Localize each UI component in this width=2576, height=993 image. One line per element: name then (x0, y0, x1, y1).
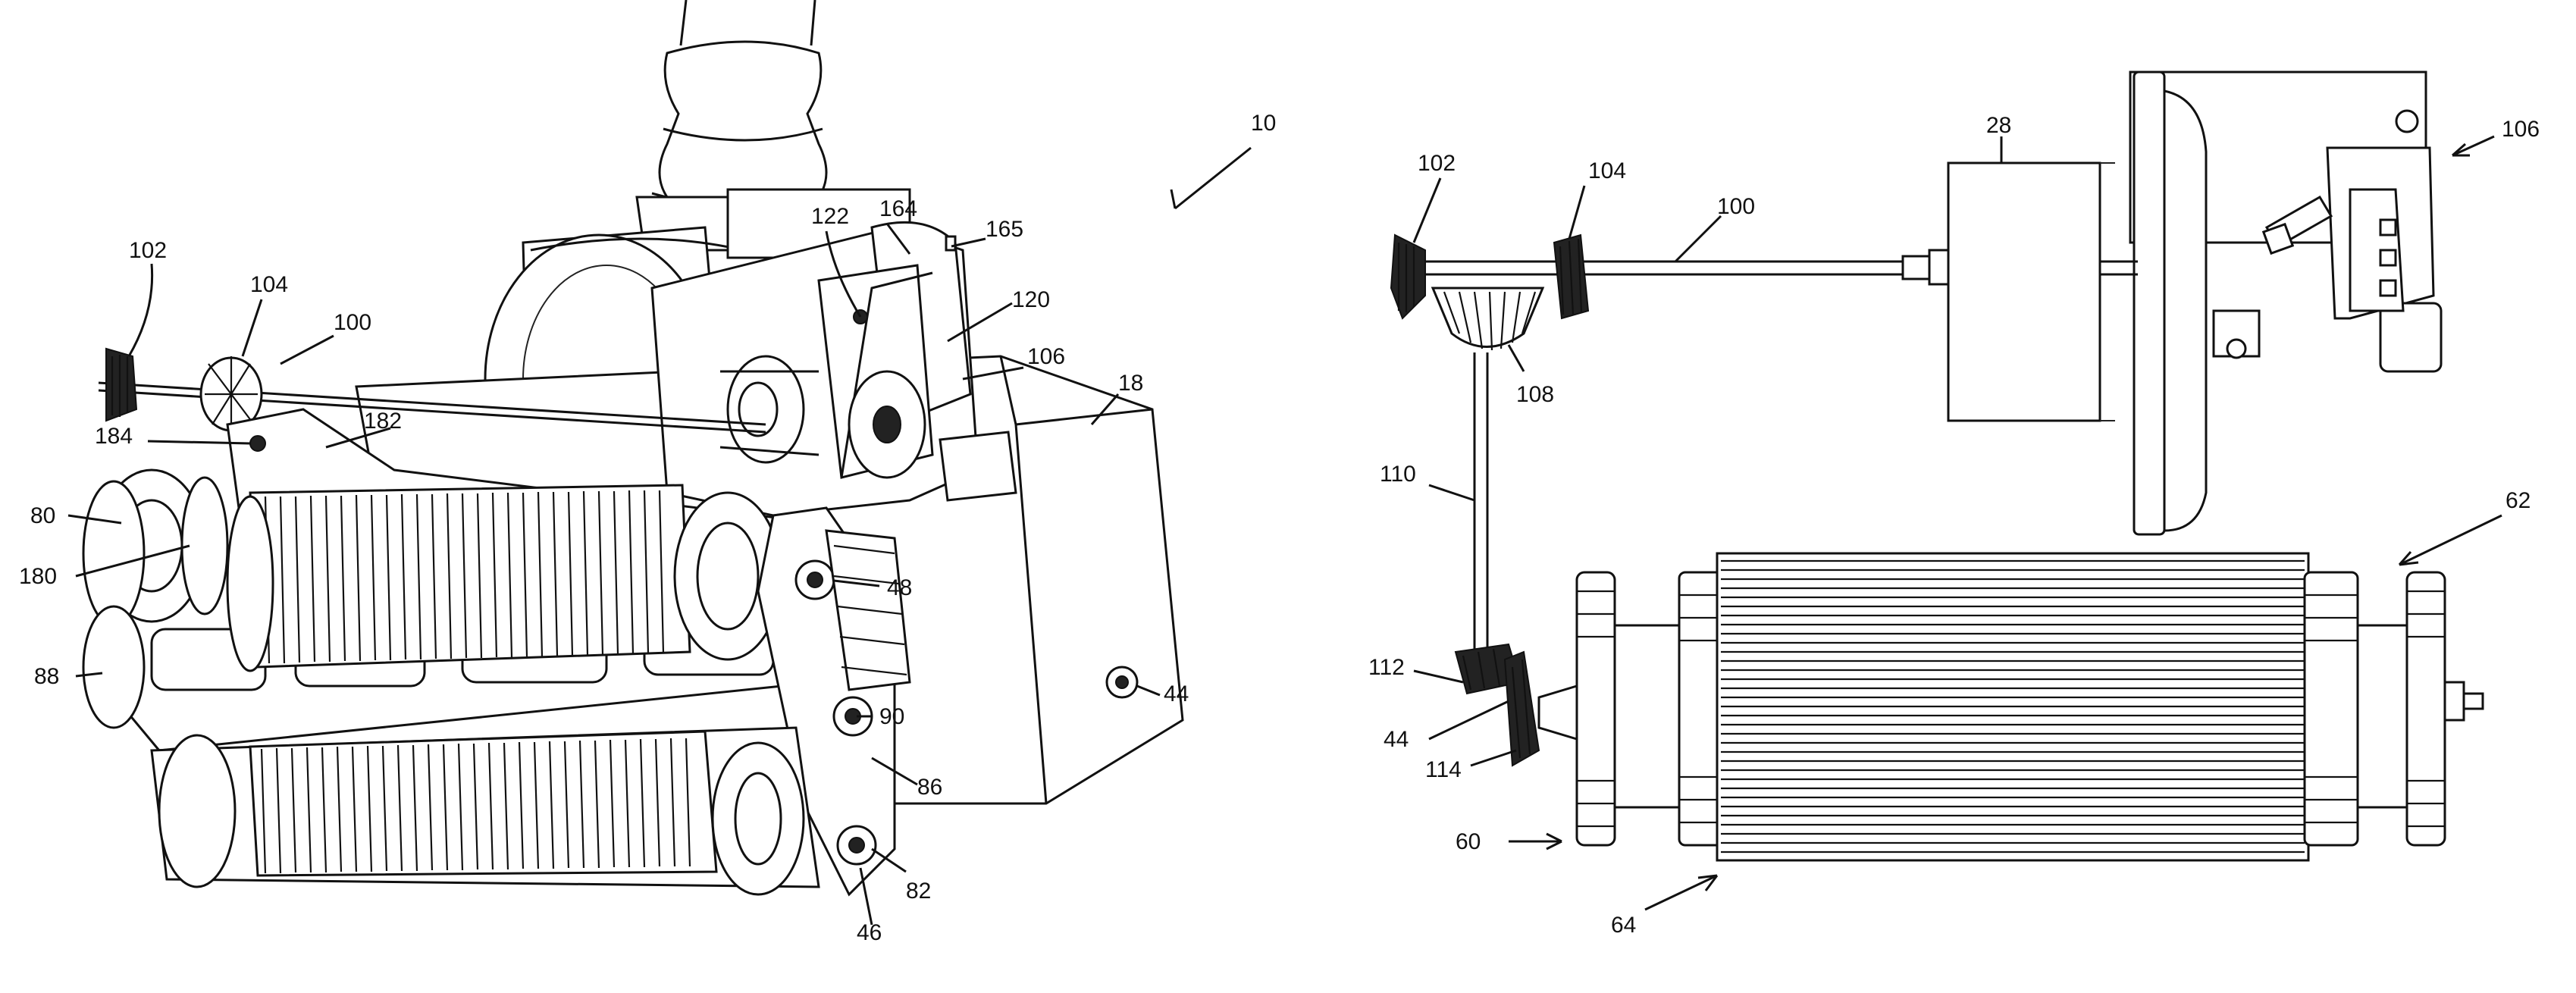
label-102-right: 102 (1418, 151, 1456, 176)
label-100-right: 100 (1717, 194, 1755, 219)
label-165: 165 (986, 217, 1023, 242)
bevel-gear-102 (106, 349, 136, 421)
label-106: 106 (1027, 344, 1065, 369)
label-100: 100 (334, 310, 371, 335)
label-122: 122 (811, 204, 849, 229)
label-184: 184 (95, 424, 133, 449)
label-112: 112 (1368, 655, 1405, 680)
label-60: 60 (1456, 829, 1481, 854)
gear-housing-106 (2130, 72, 2441, 534)
label-44: 44 (1164, 681, 1189, 706)
label-108: 108 (1516, 382, 1554, 407)
label-88: 88 (34, 664, 59, 689)
label-18: 18 (1118, 371, 1143, 396)
label-82: 82 (906, 879, 931, 904)
label-90: 90 (879, 704, 904, 729)
label-182: 182 (364, 409, 402, 434)
label-114: 114 (1425, 757, 1462, 782)
label-86: 86 (917, 775, 942, 800)
label-120: 120 (1012, 287, 1050, 312)
label-10: 10 (1251, 111, 1276, 136)
brush-roller (1679, 553, 2483, 860)
label-104: 104 (250, 272, 288, 297)
label-106-right: 106 (2502, 117, 2540, 142)
motor-block-28 (1948, 163, 2115, 421)
label-164: 164 (879, 196, 917, 221)
bevel-gear-102-right (1391, 235, 1425, 318)
label-28: 28 (1986, 113, 2011, 138)
roller-end-wheel-left (1577, 572, 1683, 845)
bevel-gear-104-right (1554, 235, 1588, 318)
label-104-right: 104 (1588, 158, 1626, 183)
label-102: 102 (129, 238, 167, 263)
vertical-shaft-110 (1474, 352, 1487, 659)
left-assembly-view: 10 102 104 100 122 164 165 120 106 18 18… (19, 0, 1276, 945)
label-62: 62 (2505, 488, 2531, 513)
label-110: 110 (1380, 462, 1416, 487)
label-64: 64 (1611, 913, 1636, 938)
label-180: 180 (19, 564, 57, 589)
label-44-right: 44 (1384, 727, 1409, 752)
lower-bevel-gears (1456, 644, 1577, 766)
upper-brush-roll (227, 485, 781, 671)
label-46: 46 (857, 920, 882, 945)
bevel-gear-108 (1433, 288, 1543, 350)
label-80: 80 (30, 503, 55, 528)
lower-brush-roll (152, 728, 819, 894)
right-drive-train-view: 102 104 100 28 106 108 110 62 112 44 114… (1368, 72, 2540, 938)
label-48: 48 (887, 575, 912, 600)
